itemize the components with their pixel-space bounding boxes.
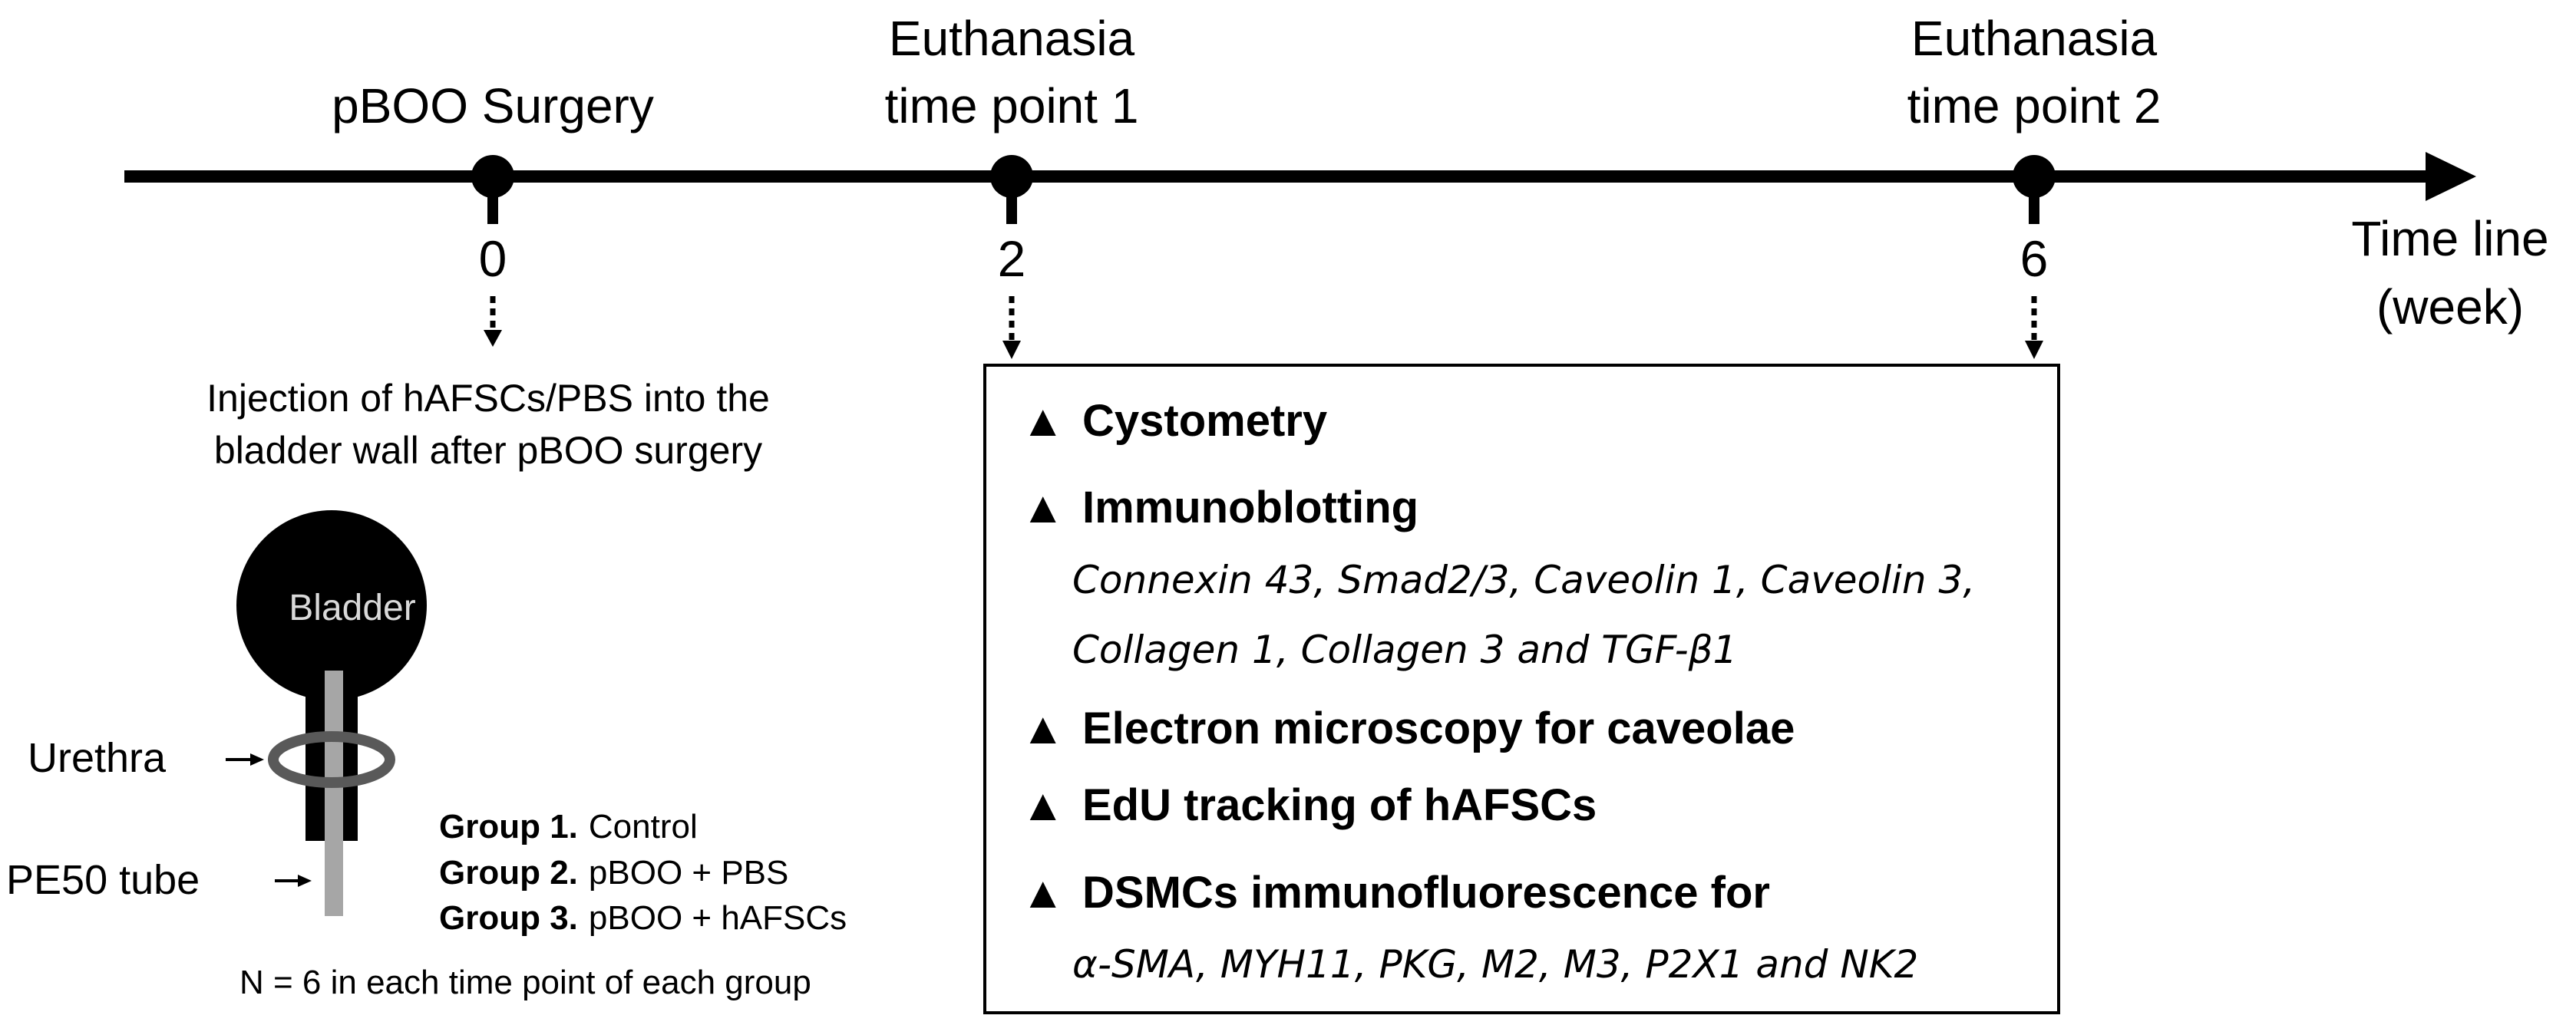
connector-arrowhead <box>1002 341 1021 359</box>
group-list: Group 1. Control Group 2. pBOO + PBS Group… <box>439 808 847 937</box>
event-label: time point 2 <box>1907 78 2162 133</box>
urethra-label: Urethra <box>28 735 167 781</box>
tick-label: 2 <box>998 230 1026 287</box>
tick-label: 0 <box>479 230 507 287</box>
pe50-tube <box>325 671 343 916</box>
group-desc: Control <box>589 808 698 845</box>
connector-arrowhead <box>2025 341 2043 359</box>
analysis-detail: Collagen 1, Collagen 3 and TGF-β1 <box>1072 628 1737 672</box>
n-note: N = 6 in each time point of each group <box>239 964 811 1001</box>
connector-arrowhead <box>484 330 502 347</box>
event-label: pBOO Surgery <box>332 78 654 133</box>
event-dot <box>990 155 1033 198</box>
analysis-detail: α-SMA, MYH11, PKG, M2, M3, P2X1 and NK2 <box>1072 942 1918 987</box>
event-label: time point 1 <box>885 78 1139 133</box>
bladder-body <box>236 510 427 700</box>
group-name: Group 2. <box>439 854 578 892</box>
injection-note: bladder wall after pBOO surgery <box>214 429 762 472</box>
event-label: Euthanasia <box>889 11 1135 66</box>
urethra-pointer-head <box>250 753 264 766</box>
event-euthanasia-1: Euthanasia time point 1 2 <box>885 11 1139 359</box>
event-pboo-surgery: pBOO Surgery 0 <box>332 78 654 347</box>
analysis-bullet: ▲ <box>1021 704 1065 753</box>
group-name: Group 1. <box>439 808 578 845</box>
analysis-title: Immunoblotting <box>1082 483 1418 532</box>
analysis-bullet: ▲ <box>1021 780 1065 830</box>
urethra-ring <box>268 731 395 788</box>
group-name: Group 3. <box>439 899 578 937</box>
tube-label: PE50 tube <box>6 857 200 903</box>
event-euthanasia-2: Euthanasia time point 2 6 <box>1907 11 2162 359</box>
analysis-title: EdU tracking of hAFSCs <box>1082 780 1597 830</box>
group-item: Group 1. Control <box>439 808 698 845</box>
analysis-title: Cystometry <box>1082 396 1327 446</box>
group-item: Group 2. pBOO + PBS <box>439 854 788 892</box>
group-item: Group 3. pBOO + hAFSCs <box>439 899 847 937</box>
analysis-bullet: ▲ <box>1021 868 1065 918</box>
event-dot <box>2013 155 2056 198</box>
tube-pointer-head <box>298 875 312 887</box>
analysis-detail: Connexin 43, Smad2/3, Caveolin 1, Caveol… <box>1072 558 1975 602</box>
timeline-arrowhead <box>2426 152 2476 201</box>
tick-label: 6 <box>2020 230 2049 287</box>
group-desc: pBOO + PBS <box>589 854 788 892</box>
analyses-box: ▲ Cystometry ▲ Immunoblotting Connexin 4… <box>983 364 2060 1014</box>
axis-label: Time line <box>2351 211 2548 266</box>
analysis-bullet: ▲ <box>1021 483 1065 532</box>
analysis-title: Electron microscopy for caveolae <box>1082 704 1795 753</box>
group-desc: pBOO + hAFSCs <box>589 899 847 937</box>
bladder-schematic: Bladder Urethra PE50 tube <box>6 510 427 916</box>
event-label: Euthanasia <box>1911 11 2158 66</box>
bladder-label: Bladder <box>289 588 415 628</box>
event-dot <box>471 155 514 198</box>
analysis-title: DSMCs immunofluorescence for <box>1082 868 1770 918</box>
axis-label: (week) <box>2376 279 2524 335</box>
injection-note: Injection of hAFSCs/PBS into the <box>206 377 770 420</box>
analysis-bullet: ▲ <box>1021 396 1065 446</box>
analyses-box-border <box>983 364 2060 1014</box>
